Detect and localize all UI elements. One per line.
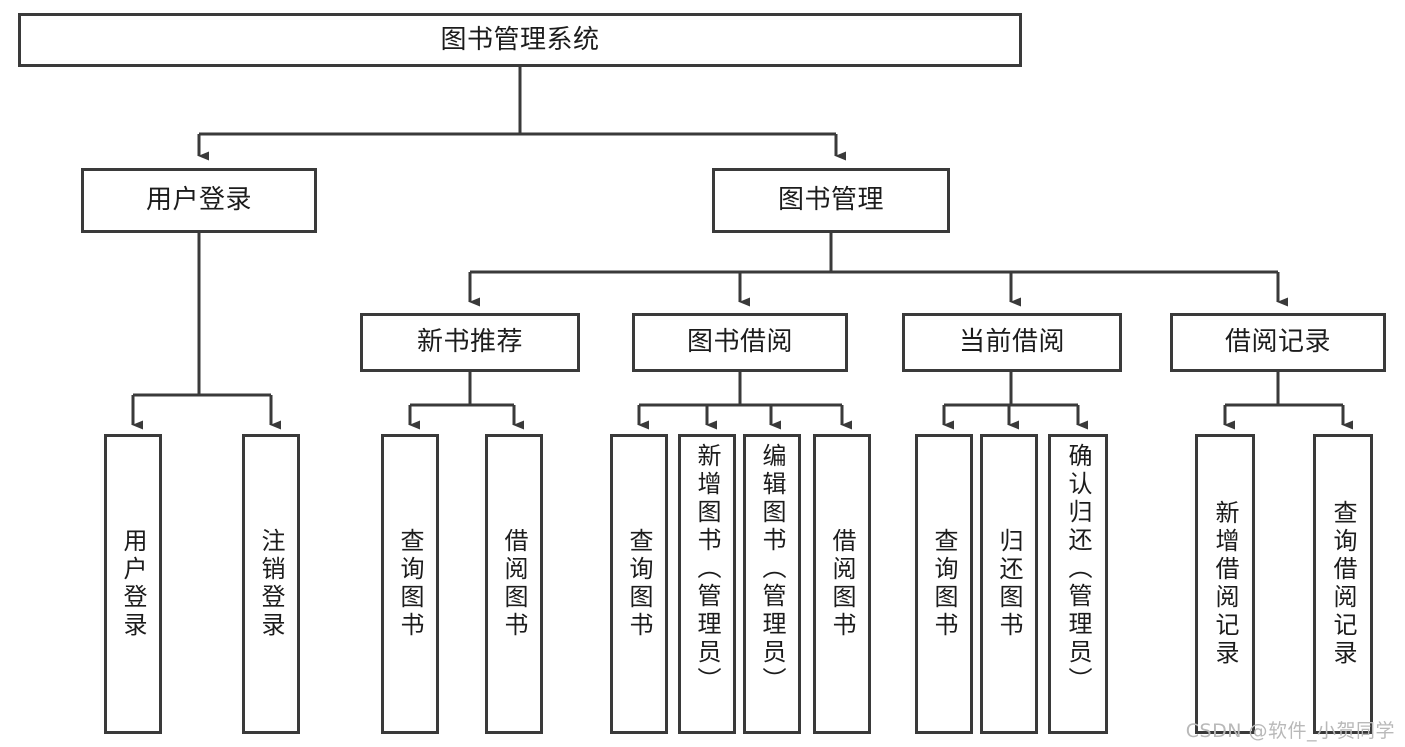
leaf-return-book-label: 归还图书: [995, 528, 1023, 640]
node-borrow-record-label: 借阅记录: [1224, 327, 1331, 358]
node-current-borrow-label: 当前借阅: [958, 327, 1065, 358]
node-user-login[interactable]: 用户登录: [81, 168, 317, 233]
node-new-book-recommend[interactable]: 新书推荐: [360, 313, 580, 372]
leaf-borrow-book-1-label: 借阅图书: [500, 528, 528, 640]
node-current-borrow[interactable]: 当前借阅: [902, 313, 1122, 372]
node-user-login-label: 用户登录: [145, 185, 252, 216]
leaf-user-login[interactable]: 用户登录: [104, 434, 162, 734]
leaf-query-record[interactable]: 查询借阅记录: [1313, 434, 1373, 734]
leaf-query-book-1[interactable]: 查询图书: [381, 434, 439, 734]
node-borrow-record[interactable]: 借阅记录: [1170, 313, 1386, 372]
leaf-confirm-return[interactable]: 确认归还（管理员）: [1048, 434, 1108, 734]
leaf-return-book[interactable]: 归还图书: [980, 434, 1038, 734]
leaf-query-book-1-label: 查询图书: [396, 528, 424, 640]
leaf-user-login-label: 用户登录: [119, 528, 147, 640]
node-root[interactable]: 图书管理系统: [18, 13, 1022, 67]
leaf-logout-label: 注销登录: [257, 528, 285, 640]
watermark-text: CSDN @软件_小贺同学: [1185, 720, 1395, 742]
leaf-query-book-2-label: 查询图书: [625, 528, 653, 640]
leaf-edit-book[interactable]: 编辑图书（管理员）: [743, 434, 801, 734]
leaf-borrow-book-2-label: 借阅图书: [828, 528, 856, 640]
leaf-query-book-2[interactable]: 查询图书: [610, 434, 668, 734]
node-new-book-recommend-label: 新书推荐: [416, 327, 523, 358]
leaf-confirm-return-label: 确认归还（管理员）: [1064, 443, 1092, 695]
leaf-borrow-book-1[interactable]: 借阅图书: [485, 434, 543, 734]
leaf-add-record-label: 新增借阅记录: [1211, 500, 1239, 668]
leaf-logout[interactable]: 注销登录: [242, 434, 300, 734]
leaf-add-record[interactable]: 新增借阅记录: [1195, 434, 1255, 734]
node-book-borrow[interactable]: 图书借阅: [632, 313, 848, 372]
node-root-label: 图书管理系统: [440, 24, 600, 55]
leaf-add-book-label: 新增图书（管理员）: [693, 443, 721, 695]
leaf-query-record-label: 查询借阅记录: [1329, 500, 1357, 668]
leaf-query-book-3-label: 查询图书: [930, 528, 958, 640]
leaf-edit-book-label: 编辑图书（管理员）: [758, 443, 786, 695]
node-book-manage-label: 图书管理: [777, 185, 884, 216]
leaf-add-book[interactable]: 新增图书（管理员）: [678, 434, 736, 734]
leaf-query-book-3[interactable]: 查询图书: [915, 434, 973, 734]
node-book-borrow-label: 图书借阅: [686, 327, 793, 358]
leaf-borrow-book-2[interactable]: 借阅图书: [813, 434, 871, 734]
node-book-manage[interactable]: 图书管理: [712, 168, 950, 233]
